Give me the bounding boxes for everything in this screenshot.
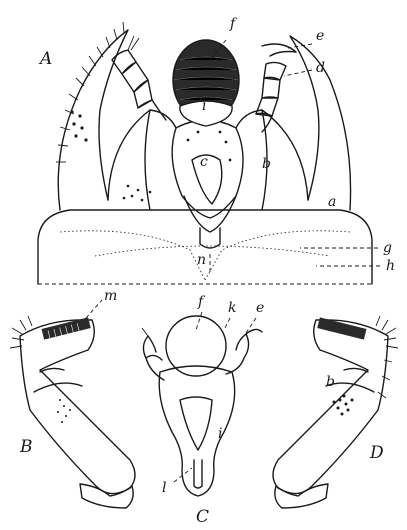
label-a: a (328, 194, 336, 210)
label-e2: e (256, 300, 264, 316)
labium-c-slot (194, 460, 202, 488)
left-maxilla-hairs (56, 22, 124, 162)
maxilla-d-foot (275, 484, 328, 508)
c-right-palp (226, 329, 262, 374)
panel-label-a: A (38, 49, 52, 69)
panel-label-d: D (369, 443, 384, 463)
label-e: e (316, 28, 324, 44)
label-n: n (197, 252, 206, 268)
panel-label-c: C (196, 507, 209, 526)
labium-c-body (159, 366, 234, 496)
left-maxilla-dots (70, 110, 87, 141)
labium-dots (187, 131, 232, 162)
right-mandible-tip (262, 44, 296, 56)
label-m: m (104, 288, 117, 304)
labium-stem (200, 228, 220, 248)
leader-e (288, 44, 312, 48)
leader-f2 (196, 312, 202, 330)
maxilla-d-outline (273, 320, 388, 494)
labium-c-inner (180, 397, 212, 450)
label-h: h (386, 258, 395, 274)
label-b: b (262, 156, 271, 172)
maxilla-b-outline (20, 320, 135, 494)
left-stipes (145, 110, 176, 210)
label-i: i (202, 98, 206, 114)
leader-k (224, 318, 230, 330)
plate-dotted-right (205, 231, 350, 280)
label-d: d (316, 60, 325, 76)
label-f2: f (197, 294, 206, 310)
maxilla-d-dots (333, 395, 354, 416)
figure-b: m B (10, 288, 135, 508)
label-g: g (383, 240, 392, 256)
label-k: k (228, 300, 236, 316)
left-maxilla (58, 30, 128, 210)
maxilla-b-foot (80, 484, 133, 508)
plate-dotted-left (60, 231, 205, 280)
label-i2: i (218, 426, 222, 442)
maxilla-b-dots (57, 399, 71, 423)
right-labial-palp (256, 62, 286, 132)
figure-a: A f e d i c b a g h n (38, 16, 395, 284)
panel-label-b: B (19, 437, 33, 457)
label-f: f (229, 16, 238, 32)
label-l: l (162, 480, 166, 496)
label-c: c (200, 154, 208, 170)
ligula-c-outline (166, 316, 226, 376)
figure-c: f k e i l C (142, 294, 264, 526)
label-b2: b (326, 374, 335, 390)
figure-d: b D (273, 316, 398, 508)
leader-m (86, 300, 102, 318)
